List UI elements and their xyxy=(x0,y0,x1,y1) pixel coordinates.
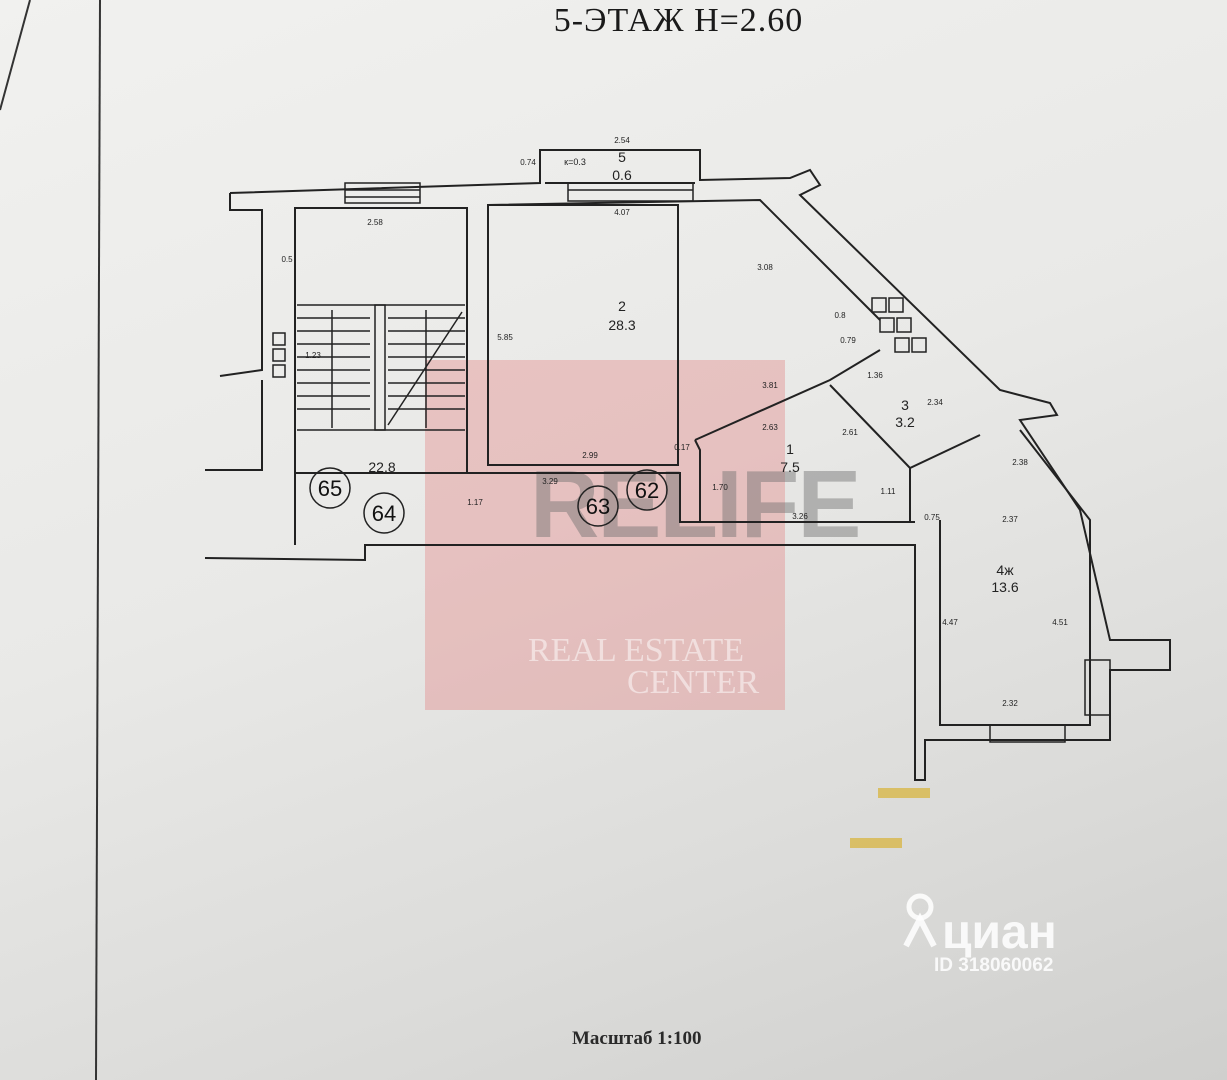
marker-64: 64 xyxy=(372,501,396,526)
room-5-area: 0.6 xyxy=(612,167,632,183)
ventilation-shafts xyxy=(272,297,927,378)
dim: 0.8 xyxy=(834,311,846,320)
room-5-number: 5 xyxy=(618,149,626,165)
windows xyxy=(344,182,1111,743)
listing-id: ID 318060062 xyxy=(934,955,1054,976)
dim: 2.38 xyxy=(1012,458,1028,467)
plan-title: 5-ЭТАЖ Н=2.60 xyxy=(553,2,804,39)
dim: 2.34 xyxy=(927,398,943,407)
dimension-labels: 2.54 0.74 2.58 4.07 3.08 5.85 2.99 3.29 … xyxy=(281,136,1068,708)
dim: 0.5 xyxy=(281,255,293,264)
dim: 0.75 xyxy=(924,513,940,522)
room-2-number: 2 xyxy=(618,298,626,314)
watermark-brand: RELIFE xyxy=(530,451,861,558)
dim: 2.37 xyxy=(1002,515,1018,524)
dim: 1.11 xyxy=(881,487,897,496)
dim: 2.99 xyxy=(582,451,598,460)
room-2-area: 28.3 xyxy=(608,317,635,333)
dim: 0.79 xyxy=(840,336,856,345)
dim: 1.36 xyxy=(867,371,883,380)
room-3-number: 3 xyxy=(901,397,909,413)
marker-62: 62 xyxy=(635,478,659,503)
dim: 4.07 xyxy=(614,208,630,217)
dim: 1.70 xyxy=(712,483,728,492)
marker-63: 63 xyxy=(586,494,610,519)
dim: 1.17 xyxy=(467,498,483,507)
dim: 2.61 xyxy=(842,428,858,437)
dim: 0.74 xyxy=(520,158,536,167)
cian-brand: циан xyxy=(942,906,1057,959)
dim: 3.08 xyxy=(757,263,773,272)
dim: 1.23 xyxy=(305,351,321,360)
dim: 5.85 xyxy=(497,333,513,342)
room-1-number: 1 xyxy=(786,441,794,457)
watermark-box xyxy=(425,360,785,710)
balcony-note: к=0.3 xyxy=(564,157,586,167)
walls xyxy=(204,149,1171,781)
hall-area: 22.8 xyxy=(368,459,395,475)
room-4-number: 4ж xyxy=(996,562,1014,578)
dim: 2.32 xyxy=(1002,699,1018,708)
dim: 0.17 xyxy=(674,443,690,452)
room-labels: 2 28.3 1 7.5 3 3.2 4ж 13.6 5 0.6 22.8 к=… xyxy=(368,149,1018,595)
dim: 2.63 xyxy=(762,423,778,432)
room-3-area: 3.2 xyxy=(895,414,915,430)
page-edge-lines xyxy=(0,0,101,1080)
dim: 3.81 xyxy=(762,381,778,390)
dim: 3.29 xyxy=(542,477,558,486)
location-pin-icon xyxy=(903,893,937,948)
scale-label: Масштаб 1:100 xyxy=(572,1028,702,1049)
apartment-markers: 65 64 63 62 xyxy=(309,467,668,534)
watermark-line1: REAL ESTATE xyxy=(528,632,745,669)
dim: 2.54 xyxy=(614,136,630,145)
watermark-line2: CENTER xyxy=(627,664,760,701)
stairs xyxy=(297,304,465,431)
room-4-area: 13.6 xyxy=(991,579,1018,595)
marker-65: 65 xyxy=(318,476,342,501)
dim: 2.58 xyxy=(367,218,383,227)
highlight-marks xyxy=(850,788,930,848)
dim: 4.51 xyxy=(1052,618,1068,627)
room-1-area: 7.5 xyxy=(780,459,800,475)
dim: 3.26 xyxy=(792,512,808,521)
dim: 4.47 xyxy=(942,618,958,627)
